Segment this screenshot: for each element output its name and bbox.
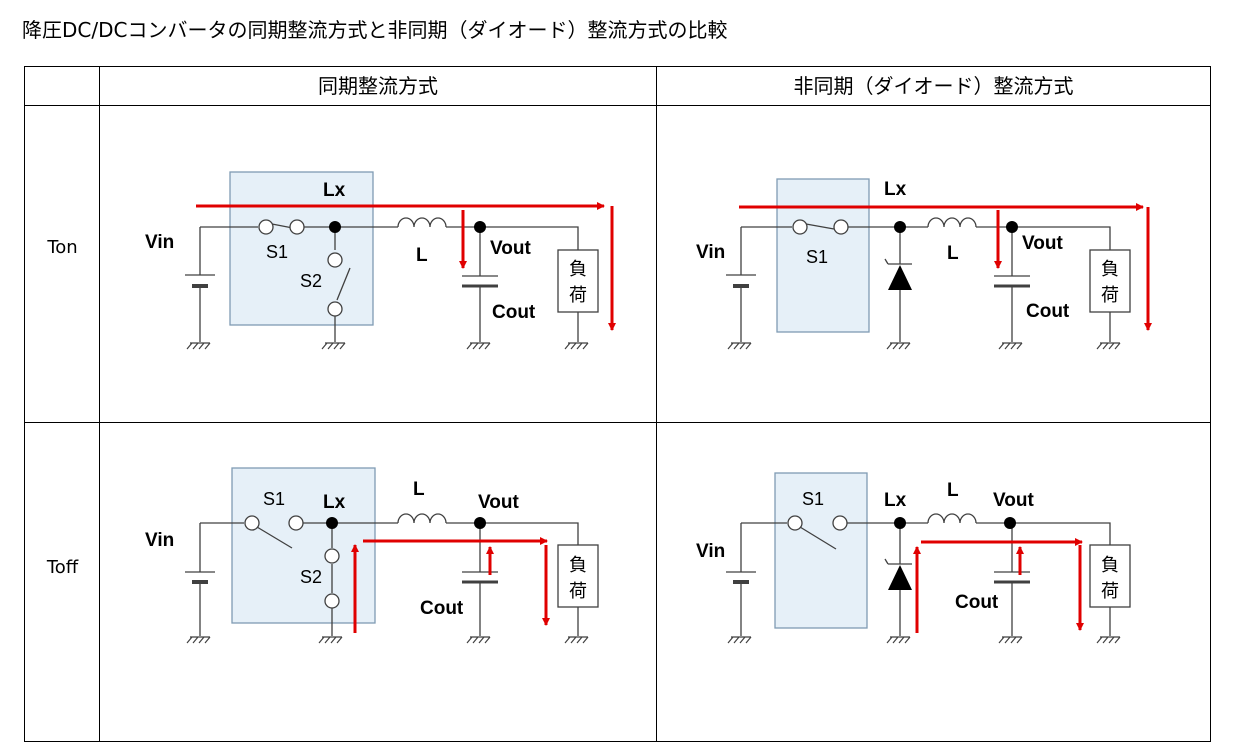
load-label-2: 荷: [569, 581, 587, 601]
cout-label: Cout: [492, 302, 536, 323]
row-header-toff: Toff: [46, 557, 79, 578]
load-label-2: 荷: [1101, 285, 1119, 305]
vout-label: Vout: [1022, 233, 1063, 254]
s2-label: S2: [300, 271, 322, 291]
vin-label: Vin: [145, 530, 174, 551]
table-divider: [25, 105, 1210, 106]
cout-label: Cout: [955, 592, 999, 613]
s1-label: S1: [266, 242, 288, 262]
s1-label: S1: [806, 247, 828, 267]
lx-label: Lx: [323, 180, 346, 201]
table-divider: [656, 67, 657, 741]
vout-label: Vout: [478, 492, 519, 513]
lx-label: Lx: [323, 492, 346, 513]
column-header-async: 非同期（ダイオード）整流方式: [793, 74, 1074, 98]
ic-box: [774, 472, 868, 629]
vin-label: Vin: [696, 541, 725, 562]
s1-label: S1: [263, 489, 285, 509]
table-divider: [25, 422, 1210, 423]
vout-label: Vout: [993, 490, 1034, 511]
ic-box: [776, 178, 870, 333]
vin-label: Vin: [696, 242, 725, 263]
load-label-2: 荷: [1101, 581, 1119, 601]
vout-label: Vout: [490, 238, 531, 259]
inductor-label: L: [947, 243, 959, 264]
load-label-2: 荷: [569, 285, 587, 305]
ic-box: [229, 171, 374, 326]
load-label-1: 負: [569, 259, 587, 279]
page-title: 降圧DC/DCコンバータの同期整流方式と非同期（ダイオード）整流方式の比較: [22, 18, 728, 42]
inductor-label: L: [416, 245, 428, 266]
lx-label: Lx: [884, 179, 907, 200]
cout-label: Cout: [1026, 301, 1070, 322]
load-label-1: 負: [1101, 259, 1119, 279]
table-divider: [99, 67, 100, 741]
inductor-label: L: [413, 479, 425, 500]
row-header-ton: Ton: [47, 237, 78, 258]
comparison-table: 同期整流方式 非同期（ダイオード）整流方式 Ton Toff: [24, 66, 1211, 742]
s1-label: S1: [802, 489, 824, 509]
lx-label: Lx: [884, 490, 907, 511]
column-header-sync: 同期整流方式: [318, 74, 438, 98]
inductor-label: L: [947, 480, 959, 501]
vin-label: Vin: [145, 232, 174, 253]
s2-label: S2: [300, 567, 322, 587]
cout-label: Cout: [420, 598, 464, 619]
load-label-1: 負: [1101, 555, 1119, 575]
load-label-1: 負: [569, 555, 587, 575]
